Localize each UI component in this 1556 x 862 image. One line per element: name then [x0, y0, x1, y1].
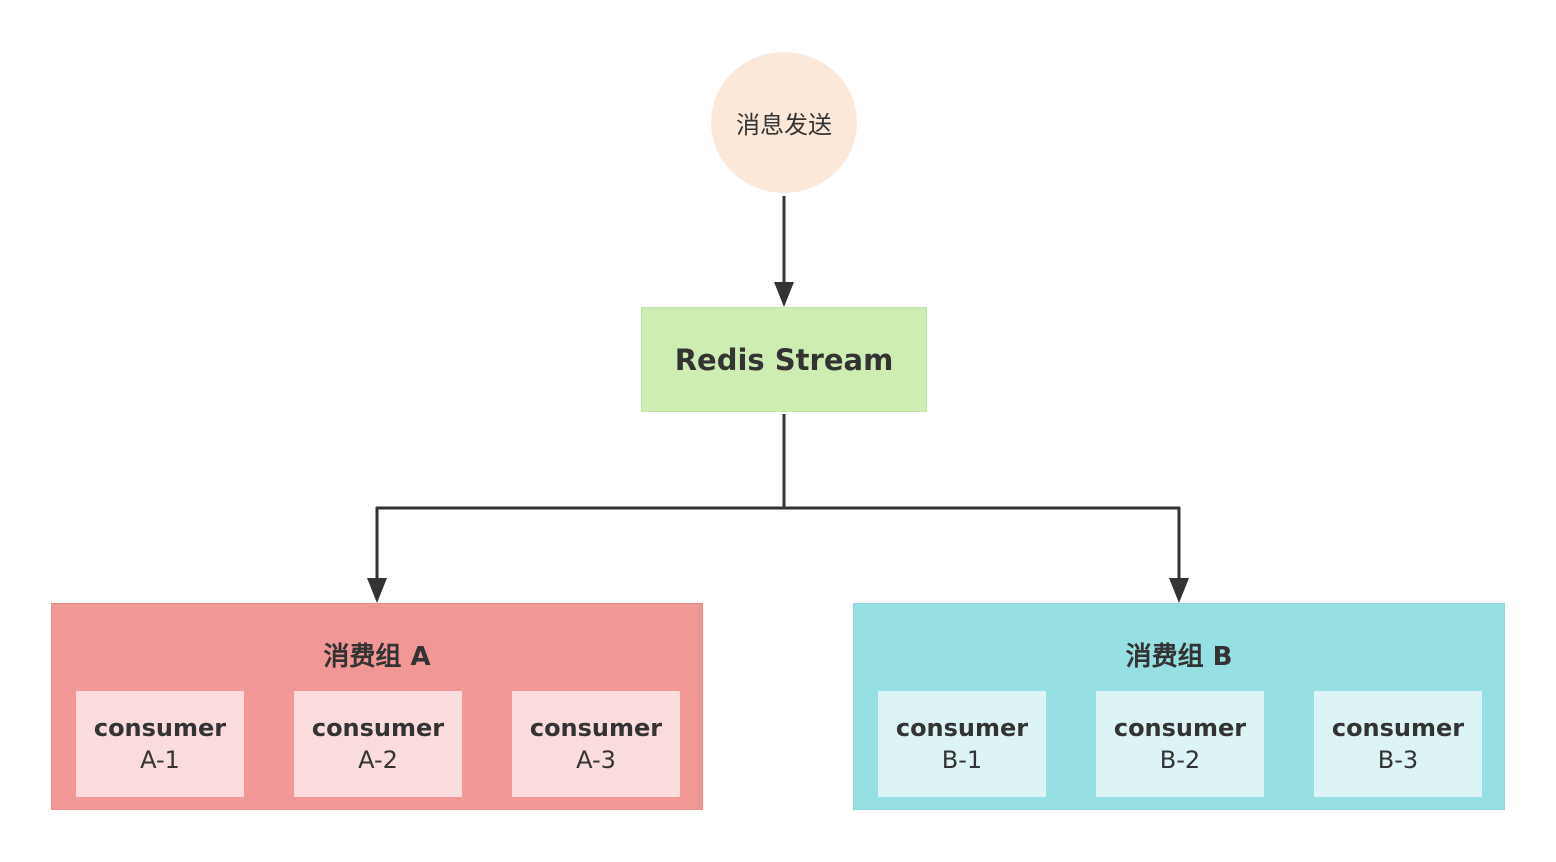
- consumer-title: consumer: [1113, 714, 1247, 742]
- consumer-a-1: consumer A-1: [76, 691, 244, 797]
- redis-stream-label: Redis Stream: [674, 342, 894, 377]
- consumer-a-2: consumer A-2: [294, 691, 462, 797]
- consumer-title: consumer: [1331, 714, 1465, 742]
- consumer-id: A-1: [140, 746, 180, 774]
- consumer-b-1: consumer B-1: [878, 691, 1046, 797]
- consumer-b-2: consumer B-2: [1096, 691, 1264, 797]
- consumer-id: A-2: [358, 746, 398, 774]
- producer-label: 消息发送: [736, 111, 832, 139]
- consumer-id: B-3: [1377, 746, 1419, 774]
- consumer-title: consumer: [93, 714, 227, 742]
- consumer-id: A-3: [576, 746, 616, 774]
- consumer-b-3: consumer B-3: [1314, 691, 1482, 797]
- arrowhead-group-b: [1169, 578, 1189, 603]
- consumer-group-b: 消费组 B consumer B-1 consumer B-2 consumer…: [853, 603, 1505, 810]
- redis-stream-node: Redis Stream: [641, 307, 927, 412]
- consumer-title: consumer: [529, 714, 663, 742]
- consumer-group-a: 消费组 A consumer A-1 consumer A-2 consumer…: [51, 603, 703, 810]
- arrowhead-stream: [774, 282, 794, 307]
- group-a-title: 消费组 A: [323, 642, 431, 672]
- consumer-a-3: consumer A-3: [512, 691, 680, 797]
- producer-node: 消息发送: [711, 52, 857, 193]
- consumer-title: consumer: [311, 714, 445, 742]
- group-b-title: 消费组 B: [1125, 642, 1233, 672]
- consumer-id: B-2: [1159, 746, 1201, 774]
- consumer-id: B-1: [941, 746, 983, 774]
- consumer-title: consumer: [895, 714, 1029, 742]
- arrowhead-group-a: [367, 578, 387, 603]
